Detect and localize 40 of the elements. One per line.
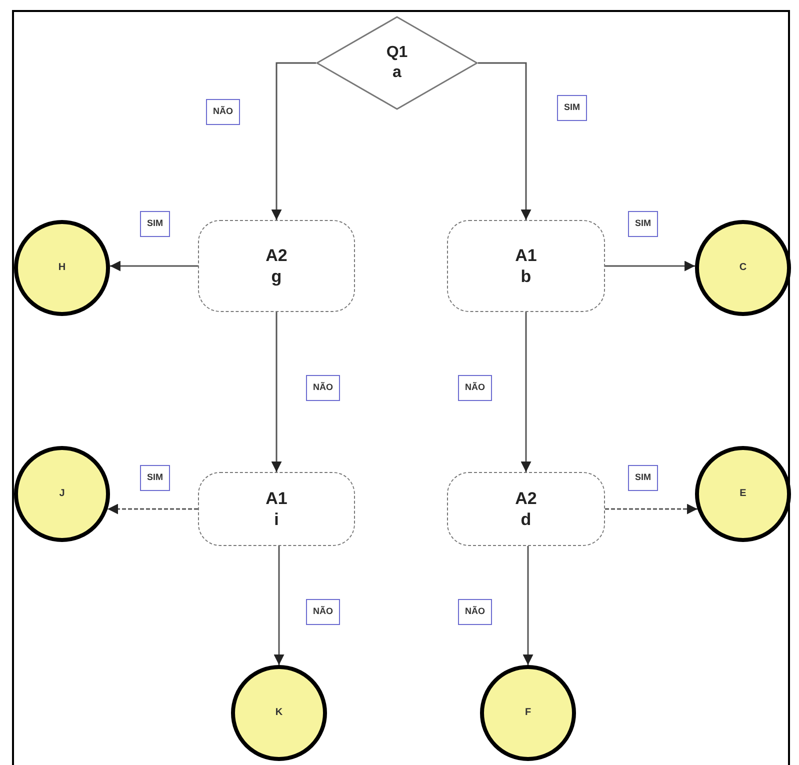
node-text: K [275,706,283,720]
node-text: A2 [515,488,537,509]
node-text: F [524,706,532,720]
node-text: C [739,262,747,274]
node-text: J [59,488,65,500]
node-text: d [520,509,532,530]
node-text: b [520,266,532,288]
node-text: A2 [266,244,288,266]
edge-label: NÃO [206,99,240,124]
edge-label: NÃO [458,375,492,400]
edge-label: NÃO [458,599,492,624]
arrow [522,546,534,665]
node-text: E [740,488,746,500]
node-text: Q1 [386,43,408,63]
edge-label: SIM [557,95,588,120]
edge-label: NÃO [306,599,340,624]
node-text: A1 [266,488,288,509]
node-text: i [274,509,279,530]
arrow [271,312,282,472]
edge-label: SIM [140,211,170,236]
arrow [520,312,532,472]
process-box [447,472,605,546]
node-text: g [271,266,282,288]
edge-label: SIM [628,465,658,490]
arrow [605,504,698,514]
process-box [198,220,355,312]
process-box [198,472,355,546]
node-text: A1 [515,244,537,266]
node-text: a [392,63,402,83]
decision-diamond [316,16,478,110]
arrow [274,546,284,665]
node-text: H [58,262,66,274]
arrow [605,260,696,272]
edge-label: NÃO [306,375,340,400]
process-box [447,220,605,312]
arrow [271,62,316,220]
edge-label: SIM [140,465,170,490]
arrow [110,260,198,272]
edge-label: SIM [628,211,658,236]
arrow [478,62,532,220]
